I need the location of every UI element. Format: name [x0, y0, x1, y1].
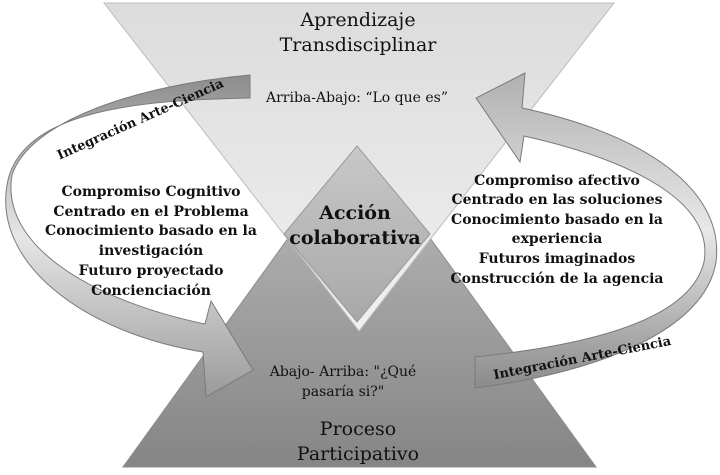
right-list-item: Conocimiento basado en la: [451, 212, 663, 228]
center-label-line1: Acción: [318, 202, 391, 224]
top-subtitle: Arriba-Abajo: “Lo que es”: [265, 90, 448, 106]
bottom-title-line2: Participativo: [297, 443, 419, 465]
left-list-item: Futuro proyectado: [79, 263, 224, 279]
left-list-item: Conocimiento basado en la: [45, 223, 257, 239]
top-title-line2: Transdisciplinar: [280, 34, 438, 56]
bottom-title-line1: Proceso: [320, 418, 396, 440]
center-label-line2: colaborativa: [289, 227, 420, 249]
left-list-item: Concienciación: [91, 283, 211, 299]
left-list-item: investigación: [99, 243, 203, 259]
left-list-item: Centrado en el Problema: [53, 204, 248, 220]
left-curved-arrow: [5, 74, 254, 398]
bottom-subtitle-line1: Abajo- Arriba: "¿Qué: [269, 364, 417, 380]
top-title-line1: Aprendizaje: [299, 9, 415, 31]
right-curved-arrow: [474, 72, 718, 389]
right-list-item: Construcción de la agencia: [450, 271, 663, 287]
bottom-subtitle-line2: pasaría si?": [302, 384, 384, 400]
right-list-item: Centrado en las soluciones: [451, 192, 662, 208]
right-list: Compromiso afectivo Centrado en las solu…: [450, 173, 663, 287]
left-list: Compromiso Cognitivo Centrado en el Prob…: [45, 184, 257, 299]
left-list-item: Compromiso Cognitivo: [61, 184, 240, 200]
right-list-item: Compromiso afectivo: [474, 173, 640, 189]
right-list-item: experiencia: [512, 231, 603, 247]
center-diamond: [283, 145, 431, 323]
right-list-item: Futuros imaginados: [479, 251, 636, 267]
